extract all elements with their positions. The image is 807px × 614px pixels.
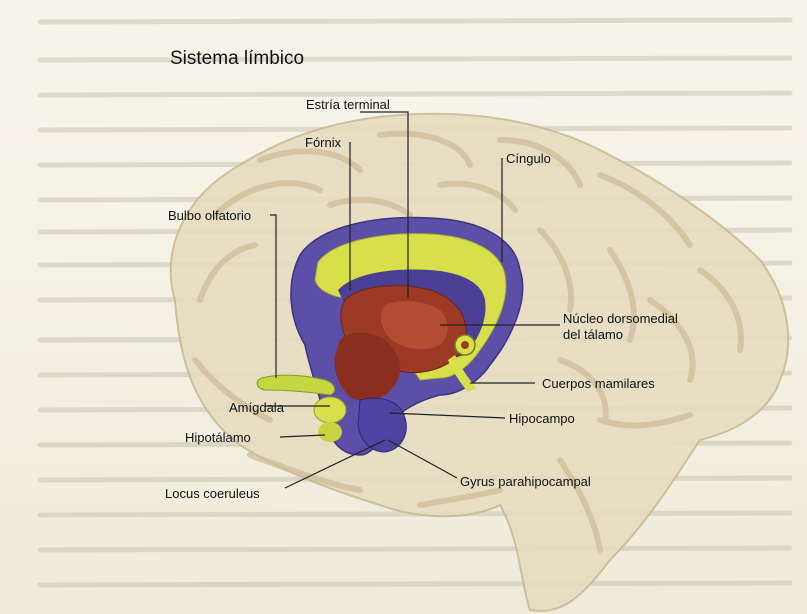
diagram-title: Sistema límbico	[170, 48, 304, 70]
amygdala	[314, 397, 346, 423]
label-hipocampo: Hipocampo	[509, 411, 575, 426]
label-amigdala: Amígdala	[229, 400, 284, 415]
label-fornix: Fórnix	[305, 135, 341, 150]
label-nucleo-line2: del tálamo	[563, 327, 623, 342]
label-cingulo: Cíngulo	[506, 151, 551, 166]
label-cuerpos-mamilares: Cuerpos mamilares	[542, 376, 655, 391]
hypothalamus	[318, 422, 342, 442]
label-nucleo-line1: Núcleo dorsomedial	[563, 311, 678, 326]
label-gyrus-parahipocampal: Gyrus parahipocampal	[460, 474, 591, 489]
label-bulbo-olfatorio: Bulbo olfatorio	[168, 208, 251, 223]
label-hipotalamo: Hipotálamo	[185, 430, 251, 445]
label-locus-coeruleus: Locus coeruleus	[165, 486, 260, 501]
label-estria-terminal: Estría terminal	[306, 97, 390, 112]
